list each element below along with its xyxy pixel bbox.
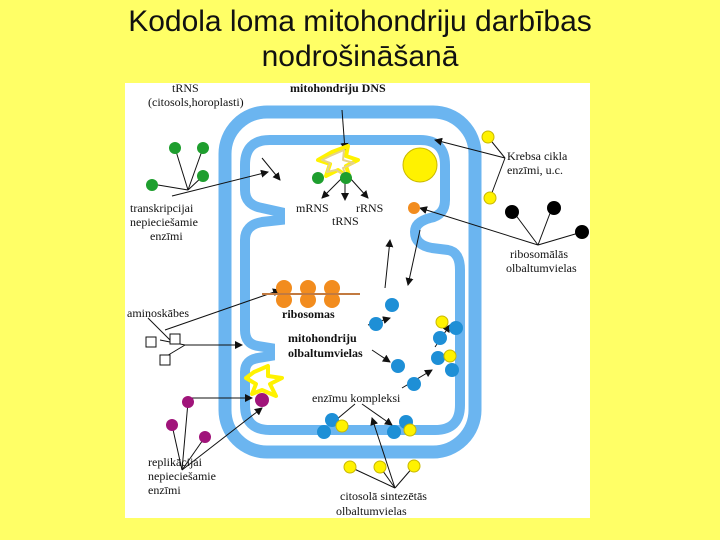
arrow xyxy=(405,229,421,286)
label-trns: tRNS xyxy=(172,81,199,95)
label-mitoprot-2: olbaltumvielas xyxy=(288,346,363,360)
trna-molecules xyxy=(146,142,352,191)
arrow xyxy=(371,349,391,363)
arrow xyxy=(340,109,349,151)
outer-membrane xyxy=(218,105,482,459)
arrow xyxy=(349,177,369,199)
label-ribo-2: olbaltumvielas xyxy=(506,261,577,275)
page-title: Kodola loma mitohondriju darbības nodroš… xyxy=(0,4,720,74)
label-ribo-1: ribosomālās xyxy=(510,247,568,261)
arrow xyxy=(181,407,263,471)
arrow xyxy=(321,177,343,199)
arrow xyxy=(370,417,396,489)
label-repl-1: replikācijai xyxy=(148,455,203,469)
inner-membrane xyxy=(240,135,465,435)
label-transcr-3: enzīmi xyxy=(150,229,183,243)
mito-dna-icon xyxy=(244,364,284,398)
label-transcr-1: transkripcijai xyxy=(130,201,194,215)
label-krebs-1: Krebsa cikla xyxy=(507,149,568,163)
label-krebs-2: enzīmi, u.c. xyxy=(507,163,563,177)
arrow xyxy=(171,169,269,197)
label-mito-dna: mitohondriju DNS xyxy=(290,81,386,95)
label-cyto-1: citosolā sintezētās xyxy=(340,489,427,503)
label-ribosomas: ribosomas xyxy=(282,307,335,321)
arrow xyxy=(434,137,506,159)
arrow xyxy=(419,206,539,246)
label-mitoprot-1: mitohondriju xyxy=(288,331,357,345)
label-repl-2: nepieciešamie xyxy=(148,469,216,483)
label-complexes: enzīmu kompleksi xyxy=(312,391,401,405)
label-repl-3: enzīmi xyxy=(148,483,181,497)
mitochondrion xyxy=(218,105,482,459)
connector-lines xyxy=(147,136,583,489)
label-transcr-2: nepieciešamie xyxy=(130,215,198,229)
arrow xyxy=(361,403,393,426)
replication-enzymes xyxy=(166,393,269,443)
arrow xyxy=(164,288,281,331)
krebs-enzymes xyxy=(402,130,497,205)
arrow xyxy=(261,157,281,181)
label-mrns: mRNS xyxy=(296,201,329,215)
arrow xyxy=(384,239,394,289)
cytosolic-proteins xyxy=(335,315,457,474)
arrows xyxy=(164,109,539,489)
label-trns-cyto: (citosols,horoplasti) xyxy=(148,95,244,109)
ribosomes xyxy=(262,202,420,308)
ribosomal-proteins xyxy=(505,201,589,239)
label-cyto-2: olbaltumvielas xyxy=(336,504,407,518)
mito-dna-icon xyxy=(316,144,360,180)
amino-acids xyxy=(145,333,181,366)
title-line-1: Kodola loma mitohondriju darbības xyxy=(128,5,592,38)
label-aminoacids: aminoskābes xyxy=(127,306,189,320)
label-trns-mid: tRNS xyxy=(332,214,359,228)
label-rrns: rRNS xyxy=(356,201,383,215)
title-line-2: nodrošināšanā xyxy=(261,40,459,73)
